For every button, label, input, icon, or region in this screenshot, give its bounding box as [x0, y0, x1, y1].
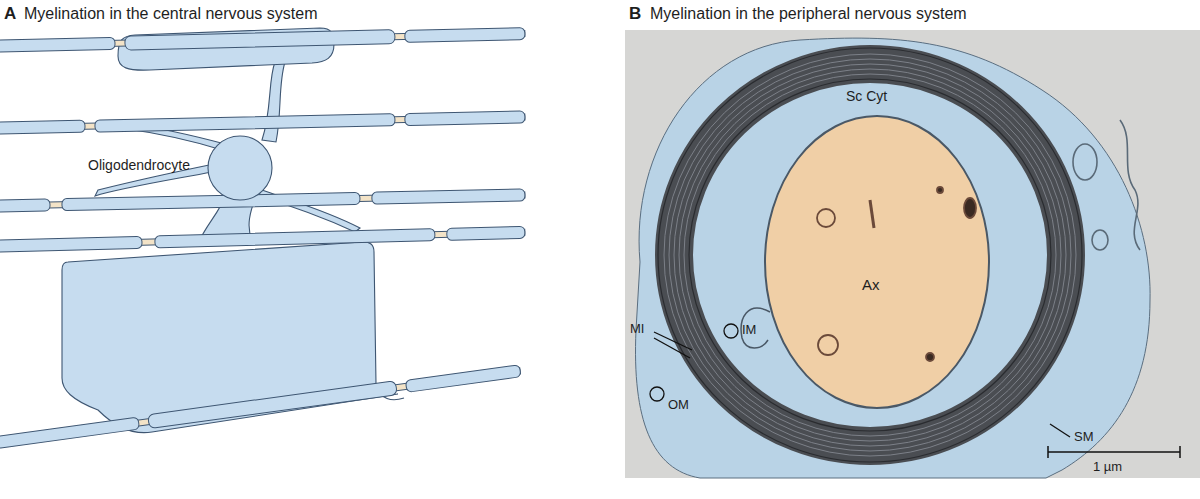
region-label: Sc Cyt	[846, 88, 887, 104]
micrograph-background	[625, 30, 1200, 478]
myelin	[674, 64, 1066, 446]
lamella	[689, 79, 1051, 431]
membrane-fold	[1120, 120, 1140, 250]
organelle	[870, 200, 874, 228]
panel-letter: A	[4, 4, 16, 24]
vesicle	[1092, 230, 1108, 250]
myelin-lamellae	[658, 48, 1082, 462]
panel-letter: B	[629, 4, 641, 24]
scale-tick	[1047, 446, 1049, 458]
axon	[765, 116, 989, 408]
marker-circle	[724, 324, 738, 338]
callout-label: OM	[668, 398, 689, 413]
unrolled-myelin-sheet	[62, 242, 398, 433]
organelle	[818, 335, 838, 355]
axon-row	[0, 189, 525, 212]
leader-line	[654, 338, 690, 358]
myelin-internode	[0, 120, 85, 134]
myelin-internode	[372, 189, 525, 204]
scale-line	[1048, 451, 1180, 453]
organelle	[817, 209, 835, 227]
myelin-internode	[0, 417, 140, 449]
axon-row	[0, 27, 525, 53]
callout-label: IM	[742, 323, 756, 338]
lamella	[669, 59, 1071, 451]
organelle	[926, 353, 934, 361]
myelin-internode	[0, 236, 142, 252]
axon-row	[0, 111, 525, 134]
leader-line	[1050, 424, 1070, 437]
myelin-internode	[148, 381, 398, 429]
region-label: Ax	[862, 276, 880, 293]
myelin-internode	[95, 114, 395, 132]
lamella	[674, 64, 1066, 446]
scale-tick	[1179, 446, 1181, 458]
schwann-cytoplasm	[694, 84, 1046, 426]
process	[262, 62, 285, 142]
lamella	[658, 48, 1082, 462]
lamella	[679, 69, 1061, 441]
marker-circle	[650, 387, 664, 401]
myelin-internode	[155, 229, 435, 248]
axon-row	[0, 364, 521, 450]
organelle	[964, 198, 976, 218]
oligodendrocyte-body	[208, 136, 272, 200]
scale-bar	[1048, 446, 1180, 458]
myelin-internode	[62, 192, 360, 210]
callout-label: SM	[1074, 430, 1094, 445]
axon-row	[0, 226, 525, 252]
scale-label: 1 µm	[1093, 460, 1122, 475]
myelin-internode	[0, 199, 50, 212]
axon-organelles	[817, 187, 976, 361]
myelin-internode	[447, 226, 525, 240]
lamella	[684, 74, 1056, 436]
leaders	[650, 324, 1070, 437]
panel-title: Myelination in the peripheral nervous sy…	[650, 5, 967, 23]
lamella	[664, 54, 1076, 456]
myelin-internode	[405, 111, 525, 126]
myelin-internode	[405, 365, 521, 392]
myelin-internode	[125, 30, 395, 50]
callout-label: MI	[630, 322, 644, 337]
cell-label: Oligodendrocyte	[88, 157, 190, 173]
inner-mesaxon	[741, 308, 770, 348]
schwann-cell	[636, 38, 1151, 478]
myelin-internode	[405, 28, 525, 43]
panel-title: Myelination in the central nervous syste…	[24, 5, 317, 23]
myelin-internode	[0, 37, 115, 52]
axons	[0, 27, 525, 450]
vesicle	[1073, 144, 1097, 180]
organelle	[937, 187, 943, 193]
